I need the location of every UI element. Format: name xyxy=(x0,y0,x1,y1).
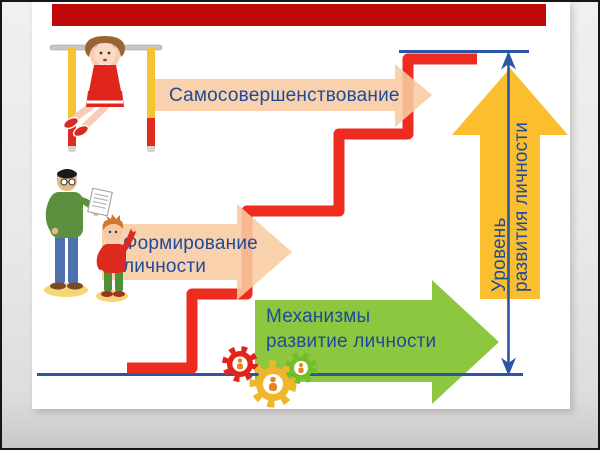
formation-label-line2: личности xyxy=(123,256,207,277)
self-improvement-label: Самосовершенствование xyxy=(169,85,400,106)
formation-label-line1: Формирование xyxy=(123,233,258,254)
title-banner xyxy=(52,4,546,26)
mechanisms-label-line2: развитие личности xyxy=(266,331,437,352)
level-label: Уровень развития личности xyxy=(489,122,533,292)
mechanisms-label-line1: Механизмы xyxy=(266,306,371,327)
level-label-line1: Уровень xyxy=(489,217,510,292)
level-label-line2: развития личности xyxy=(511,121,532,292)
